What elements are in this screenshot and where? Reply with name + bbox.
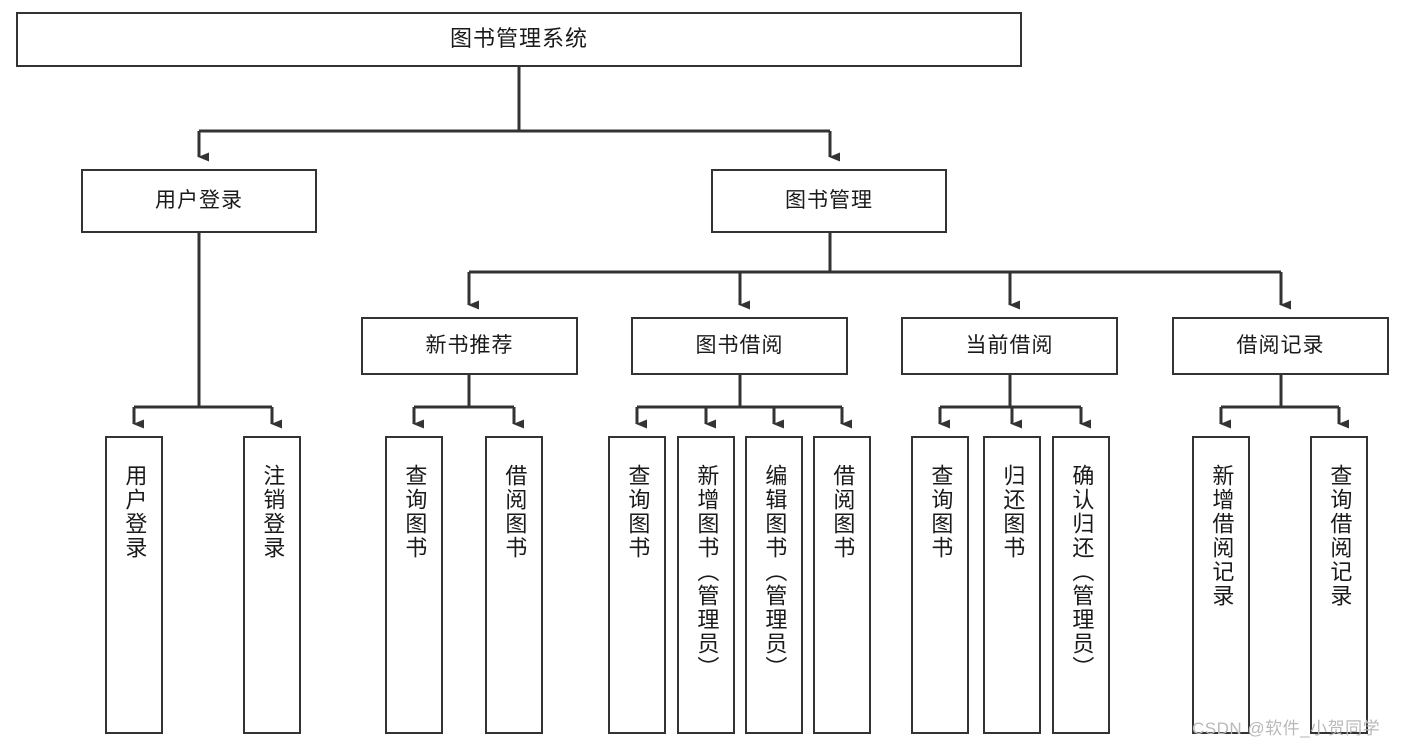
- node-label: 图书管理: [785, 189, 873, 213]
- node-book-borrow[interactable]: 图书借阅: [631, 317, 848, 375]
- leaf-node-logout[interactable]: 注销登录: [243, 436, 301, 734]
- leaf-node-search-borrow-record[interactable]: 查询借阅记录: [1310, 436, 1368, 734]
- leaf-node-confirm-return[interactable]: 确认归还（管理员）: [1052, 436, 1110, 734]
- leaf-label: 注销登录: [260, 464, 286, 560]
- node-root-system[interactable]: 图书管理系统: [16, 12, 1022, 67]
- leaf-node-search-book-borrow[interactable]: 查询图书: [608, 436, 666, 734]
- leaf-label: 归还图书: [1000, 464, 1026, 560]
- leaf-label: 用户登录: [122, 464, 148, 560]
- node-label: 图书借阅: [695, 334, 784, 358]
- leaf-node-search-book-recommend[interactable]: 查询图书: [385, 436, 443, 734]
- leaf-node-borrow-book[interactable]: 借阅图书: [813, 436, 871, 734]
- node-current-borrow[interactable]: 当前借阅: [901, 317, 1118, 375]
- leaf-label: 查询图书: [402, 464, 428, 560]
- leaf-label: 借阅图书: [830, 464, 856, 560]
- node-borrow-record[interactable]: 借阅记录: [1172, 317, 1389, 375]
- node-label: 用户登录: [155, 189, 243, 213]
- leaf-node-user-login[interactable]: 用户登录: [105, 436, 163, 734]
- node-label: 借阅记录: [1236, 334, 1325, 358]
- leaf-label: 编辑图书（管理员）: [762, 464, 788, 680]
- leaf-label: 确认归还（管理员）: [1069, 464, 1095, 680]
- leaf-label: 借阅图书: [502, 464, 528, 560]
- leaf-node-search-book-current[interactable]: 查询图书: [911, 436, 969, 734]
- node-label: 新书推荐: [425, 334, 514, 358]
- leaf-node-add-borrow-record[interactable]: 新增借阅记录: [1192, 436, 1250, 734]
- node-book-manage[interactable]: 图书管理: [711, 169, 947, 233]
- leaf-label: 查询借阅记录: [1327, 464, 1353, 608]
- node-label: 当前借阅: [965, 334, 1054, 358]
- leaf-label: 查询图书: [928, 464, 954, 560]
- leaf-node-edit-book[interactable]: 编辑图书（管理员）: [745, 436, 803, 734]
- node-user-login[interactable]: 用户登录: [81, 169, 317, 233]
- leaf-node-return-book[interactable]: 归还图书: [983, 436, 1041, 734]
- csdn-watermark: CSDN @软件_小贺同学: [1192, 719, 1381, 738]
- node-label: 图书管理系统: [449, 26, 588, 52]
- leaf-node-borrow-book-recommend[interactable]: 借阅图书: [485, 436, 543, 734]
- leaf-node-add-book[interactable]: 新增图书（管理员）: [677, 436, 735, 734]
- leaf-label: 新增借阅记录: [1209, 464, 1235, 608]
- node-new-book-recommend[interactable]: 新书推荐: [361, 317, 578, 375]
- leaf-label: 查询图书: [625, 464, 651, 560]
- leaf-label: 新增图书（管理员）: [694, 464, 720, 680]
